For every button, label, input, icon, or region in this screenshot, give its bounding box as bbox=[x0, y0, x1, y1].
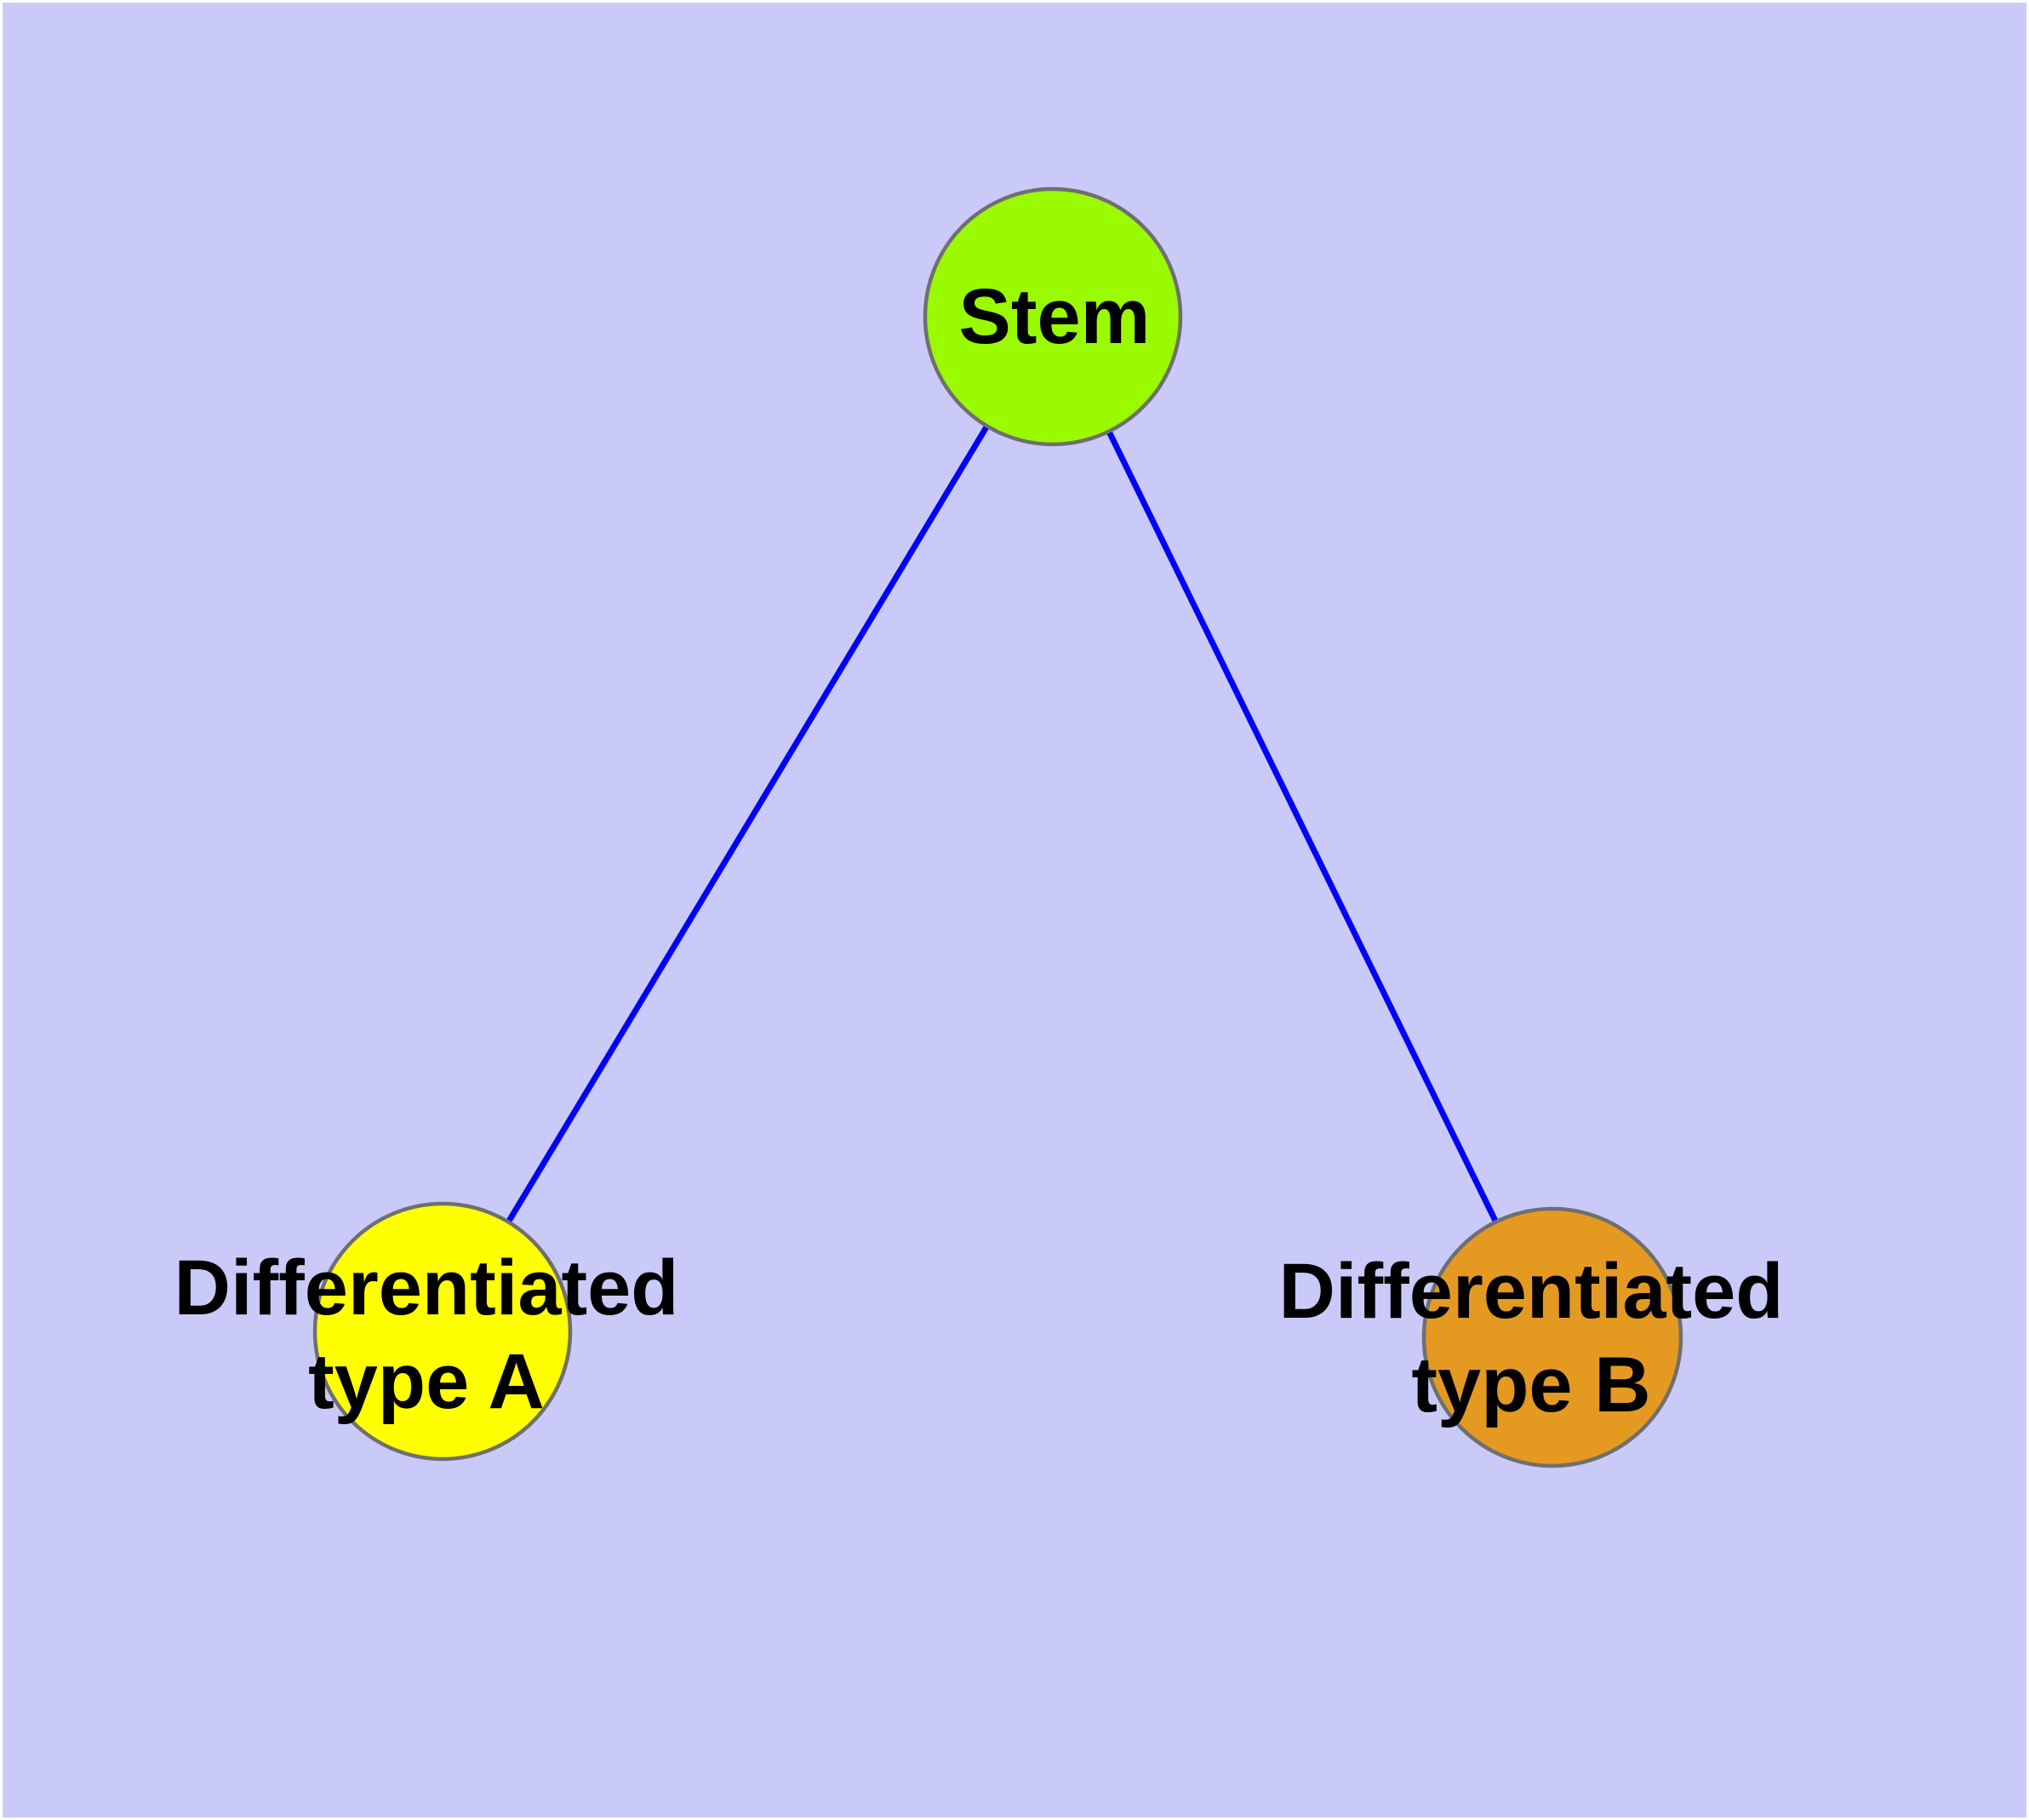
node-type-b-circle bbox=[1421, 1206, 1683, 1468]
edge-stem-to-type-b bbox=[1049, 315, 1556, 1339]
node-type-a-circle bbox=[312, 1201, 573, 1462]
edge-stem-to-type-a bbox=[440, 315, 1055, 1333]
node-stem-circle bbox=[923, 186, 1183, 447]
